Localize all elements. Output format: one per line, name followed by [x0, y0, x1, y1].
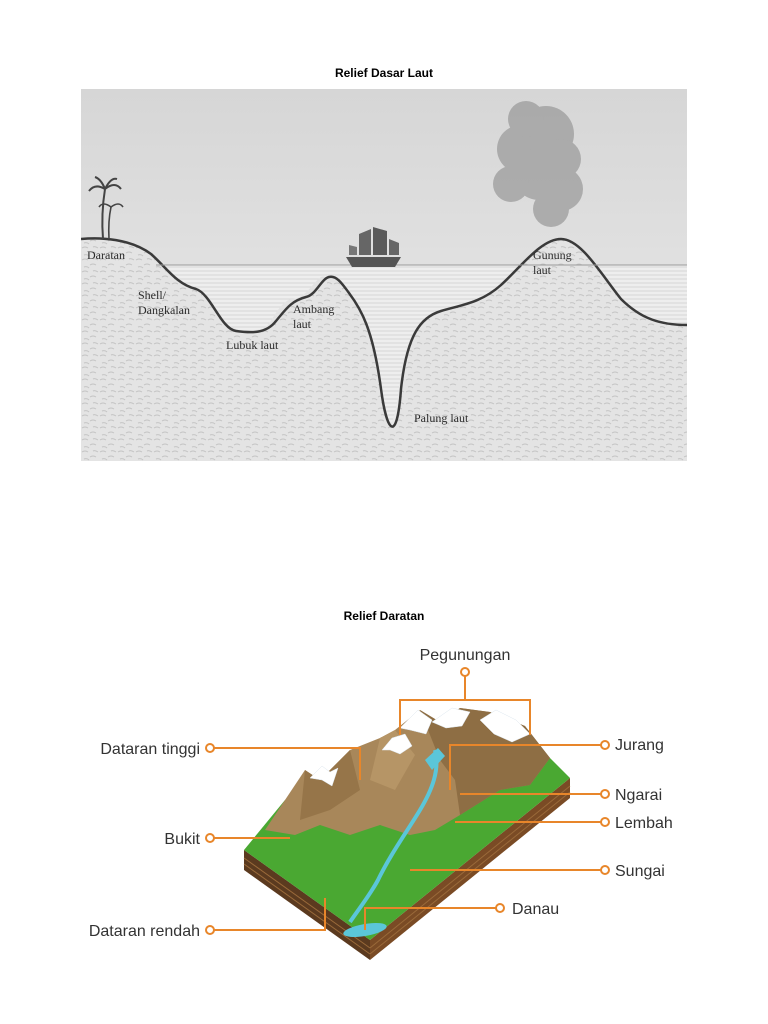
label-danau: Danau	[512, 901, 559, 918]
label-sungai: Sungai	[615, 863, 665, 880]
land-relief-diagram: Pegunungan Dataran tinggi Bukit Dataran …	[89, 647, 673, 960]
label-gunung: Gunung	[533, 248, 572, 262]
seabed-rock	[81, 238, 687, 461]
snow-caps	[309, 707, 531, 787]
label-shell: Shell/	[138, 288, 167, 302]
block-front-side	[244, 850, 370, 960]
label-dataran-tinggi: Dataran tinggi	[100, 741, 200, 758]
label-palung-laut: Palung laut	[414, 411, 469, 425]
label-ambang-laut: laut	[293, 317, 312, 331]
sea-water	[156, 239, 687, 428]
label-dataran-rendah: Dataran rendah	[89, 923, 200, 940]
sea-floor-diagram: Daratan Shell/ Dangkalan Lubuk laut Amba…	[81, 89, 687, 461]
label-daratan: Daratan	[87, 248, 125, 262]
label-pegunungan: Pegunungan	[420, 647, 511, 664]
label-dangkalan: Dangkalan	[138, 303, 190, 317]
palm-tree-icon	[88, 176, 124, 240]
volcano-smoke	[493, 101, 583, 227]
label-lubuk-laut: Lubuk laut	[226, 338, 279, 352]
land-relief-title: Relief Daratan	[343, 609, 425, 623]
label-gunung-laut: laut	[533, 263, 552, 277]
label-bukit: Bukit	[164, 831, 200, 848]
label-lembah: Lembah	[615, 815, 673, 832]
leader-lines	[210, 674, 605, 931]
label-jurang: Jurang	[615, 737, 664, 754]
label-ambang: Ambang	[293, 302, 334, 316]
river	[348, 749, 439, 924]
ship-icon	[346, 227, 401, 267]
waterfall	[425, 748, 445, 770]
seabed-outline	[81, 237, 687, 428]
leader-dots	[205, 667, 610, 935]
soil-layers	[243, 785, 571, 955]
sea-floor-title: Relief Dasar Laut	[334, 66, 434, 80]
label-ngarai: Ngarai	[615, 787, 662, 804]
